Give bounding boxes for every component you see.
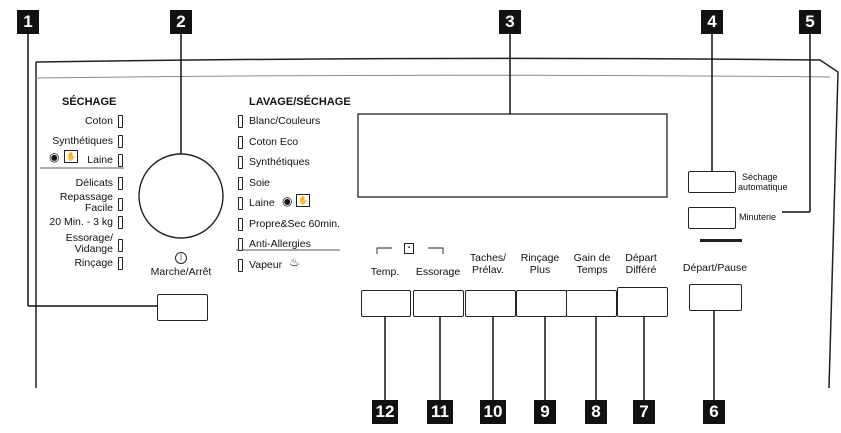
steam-icon: ♨ (289, 255, 300, 269)
wash-item-soie: Soie (249, 177, 271, 189)
wool-ball-icon: ◉ (282, 194, 293, 208)
time-save-button[interactable] (566, 290, 617, 317)
stains-label-2: Prélav. (472, 264, 504, 276)
drying-item-delicats: Délicats (75, 177, 113, 189)
drying-item-synthetiques: Synthétiques (52, 135, 113, 147)
wash-led-propre-sec (238, 218, 243, 231)
power-icon: | (175, 252, 187, 264)
wash-item-laine: Laine (249, 197, 275, 209)
callout-5: 5 (799, 10, 821, 34)
callout-4: 4 (701, 10, 723, 34)
auto-dry-button[interactable] (688, 171, 736, 193)
drying-led-synthetiques (118, 135, 123, 148)
stains-prewash-button[interactable] (465, 290, 516, 317)
drying-led-rincage (118, 257, 123, 270)
wash-led-blanc (238, 115, 243, 128)
extra-rinse-button[interactable] (516, 290, 567, 317)
drying-led-coton (118, 115, 123, 128)
wash-led-coton-eco (238, 136, 243, 149)
hand-wash-icon: ✋ (64, 150, 78, 163)
wash-item-synthetiques: Synthétiques (249, 156, 310, 168)
program-selector-knob[interactable] (139, 154, 223, 238)
callout-10: 10 (480, 400, 506, 424)
delay-label-1: Départ (625, 252, 657, 264)
hand-wash-icon: ✋ (296, 194, 310, 207)
callout-7: 7 (633, 400, 655, 424)
drying-item-coton: Coton (84, 115, 113, 127)
temp-label: Temp. (370, 266, 400, 278)
wash-led-soie (238, 177, 243, 190)
wool-ball-icon: ◉ (49, 150, 60, 164)
start-pause-button[interactable] (689, 284, 742, 311)
time-label-2: Temps (576, 264, 608, 276)
drying-item-rincage: Rinçage (74, 257, 113, 269)
drying-led-delicats (118, 177, 123, 190)
drying-item-facile: Facile (84, 202, 113, 214)
timer-label: Minuterie (739, 212, 777, 222)
wash-led-laine (238, 197, 243, 210)
wash-item-propre-sec: Propre&Sec 60min. (249, 218, 341, 230)
callout-8: 8 (585, 400, 607, 424)
spin-label: Essorage (415, 266, 461, 278)
child-lock-icon: ▪ (404, 243, 414, 254)
power-label: Marche/Arrêt (150, 266, 212, 278)
wash-led-anti-allergies (238, 238, 243, 251)
callout-12: 12 (372, 400, 398, 424)
callout-3: 3 (499, 10, 521, 34)
temp-button[interactable] (361, 290, 411, 317)
wash-item-coton-eco: Coton Eco (249, 136, 299, 148)
drying-header: SÉCHAGE (62, 96, 117, 108)
drying-led-20min (118, 216, 123, 229)
callout-6: 6 (703, 400, 725, 424)
wash-led-synthetiques (238, 156, 243, 169)
start-pause-label: Départ/Pause (682, 262, 748, 274)
display-screen (358, 114, 667, 197)
timer-button[interactable] (688, 207, 736, 229)
rinse-label-2: Plus (529, 264, 551, 276)
auto-dry-label-line1: Séchage (742, 172, 778, 182)
drying-item-essorage: Essorage/ (65, 232, 113, 244)
drying-item-repassage: Repassage (59, 191, 113, 203)
drying-led-essorage (118, 239, 123, 252)
callout-1: 1 (17, 10, 39, 34)
drying-item-laine: Laine (87, 154, 113, 166)
drying-led-laine (118, 154, 123, 167)
drying-item-vidange: Vidange (74, 243, 113, 255)
callout-9: 9 (534, 400, 556, 424)
spin-button[interactable] (413, 290, 464, 317)
power-button[interactable] (157, 294, 208, 321)
wash-led-vapeur (238, 259, 243, 272)
wash-item-vapeur: Vapeur (249, 259, 283, 271)
callout-11: 11 (427, 400, 453, 424)
delay-label-2: Différé (625, 264, 657, 276)
stains-label-1: Taches/ (469, 252, 507, 264)
callout-2: 2 (170, 10, 192, 34)
rinse-label-1: Rinçage (520, 252, 560, 264)
drying-item-20min: 20 Min. - 3 kg (49, 216, 113, 228)
delay-start-button[interactable] (617, 287, 668, 317)
wash-item-anti-allergies: Anti-Allergies (249, 238, 311, 250)
time-label-1: Gain de (573, 252, 611, 264)
drying-led-repassage (118, 198, 123, 211)
wash-item-blanc-couleurs: Blanc/Couleurs (249, 115, 321, 127)
washing-header: LAVAGE/SÉCHAGE (249, 96, 351, 108)
auto-dry-label-line2: automatique (738, 182, 788, 192)
